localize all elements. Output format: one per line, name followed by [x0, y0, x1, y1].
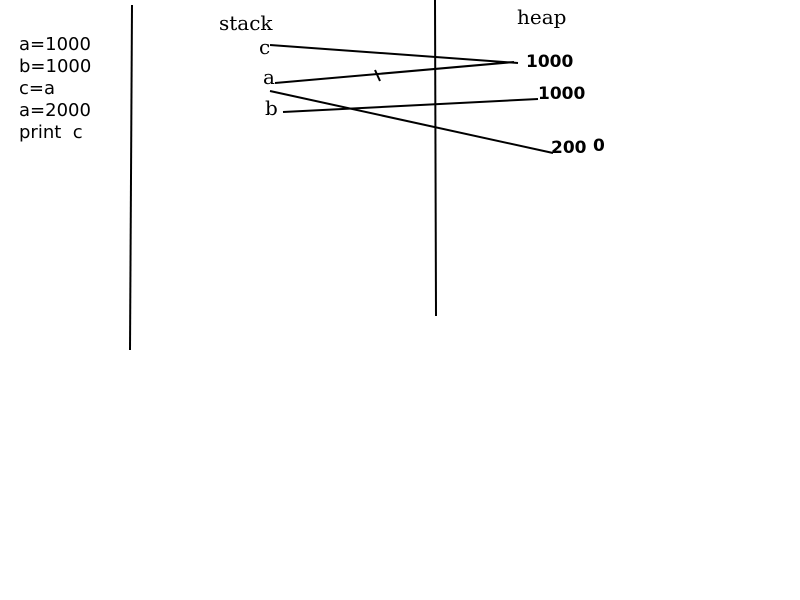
stack-var-c: c: [259, 35, 271, 59]
pointer-c-to-heap-1000: [269, 44, 519, 64]
pointer-b-to-heap-1000: [282, 98, 539, 113]
stack-heap-divider-line: [434, 0, 437, 317]
code-line-5: print c: [19, 122, 83, 143]
heap-title: heap: [517, 5, 567, 29]
code-line-2: b=1000: [19, 56, 92, 77]
pointer-a-to-heap-1000: [274, 61, 515, 84]
code-line-1: a=1000: [19, 34, 91, 55]
code-line-4: a=2000: [19, 100, 91, 121]
heap-value-1000-second: 1000: [538, 84, 586, 104]
heap-value-200: 200: [551, 138, 587, 158]
code-line-3: c=a: [19, 78, 56, 99]
stack-var-b: b: [265, 96, 278, 120]
code-divider-line: [129, 4, 133, 351]
heap-value-1000-first: 1000: [526, 52, 574, 72]
pointer-a-to-heap-2000: [269, 90, 554, 154]
stack-title: stack: [219, 11, 273, 35]
stack-var-a: a: [263, 65, 275, 89]
heap-value-0: 0: [593, 136, 605, 156]
pointer-crossed-out-mark: [374, 69, 381, 82]
